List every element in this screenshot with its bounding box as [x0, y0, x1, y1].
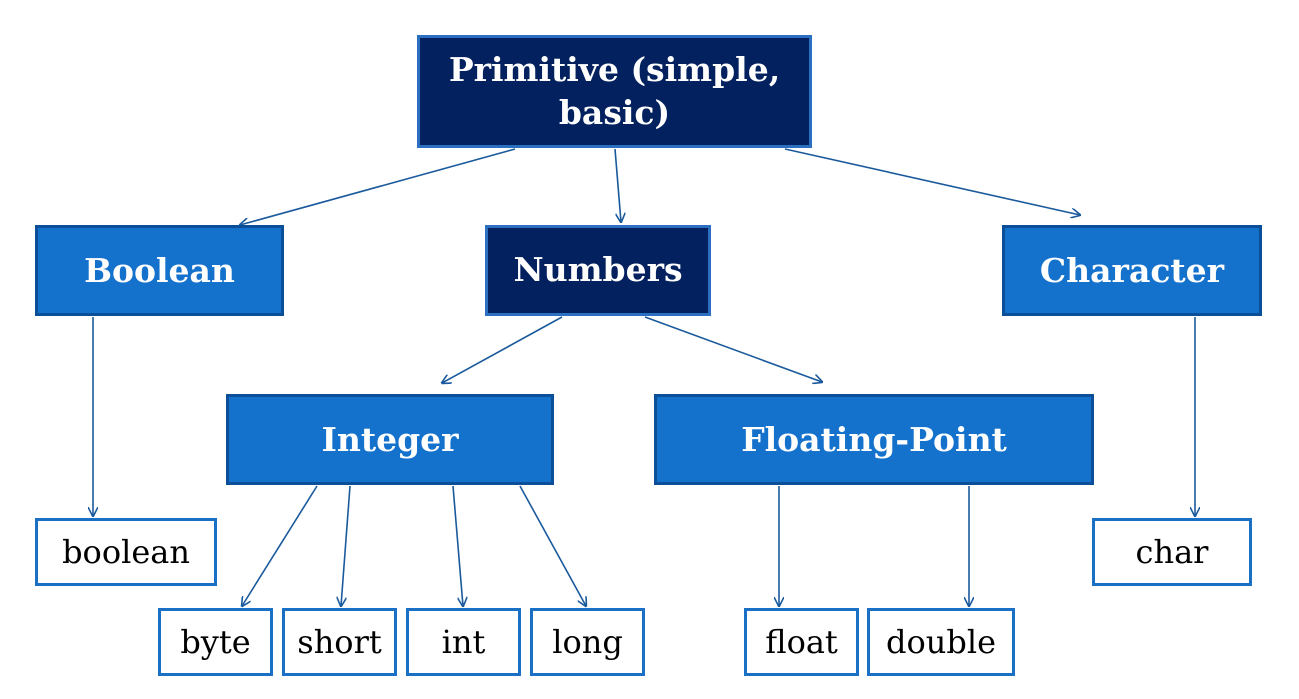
connector-integer-long	[519, 485, 586, 606]
leaf-char: char	[1092, 518, 1252, 586]
connector-numbers-integer	[442, 316, 563, 383]
connector-root-character	[784, 148, 1080, 215]
connector-integer-short	[341, 485, 351, 606]
connector-integer-byte	[242, 485, 318, 606]
leaf-boolean: boolean	[35, 518, 217, 586]
connector-root-numbers	[614, 148, 621, 222]
leaf-int: int	[406, 608, 521, 676]
node-integer: Integer	[226, 394, 554, 485]
node-character: Character	[1002, 225, 1262, 316]
node-boolean: Boolean	[35, 225, 284, 316]
node-numbers: Numbers	[485, 225, 711, 316]
leaf-byte: byte	[158, 608, 273, 676]
node-primitive: Primitive (simple, basic)	[417, 35, 812, 148]
leaf-float: float	[744, 608, 859, 676]
connector-root-boolean	[240, 148, 516, 225]
leaf-double: double	[867, 608, 1015, 676]
leaf-short: short	[282, 608, 397, 676]
connector-numbers-floating-point	[644, 316, 822, 382]
leaf-long: long	[530, 608, 645, 676]
connector-integer-int	[452, 485, 463, 606]
node-floating-point: Floating-Point	[654, 394, 1094, 485]
